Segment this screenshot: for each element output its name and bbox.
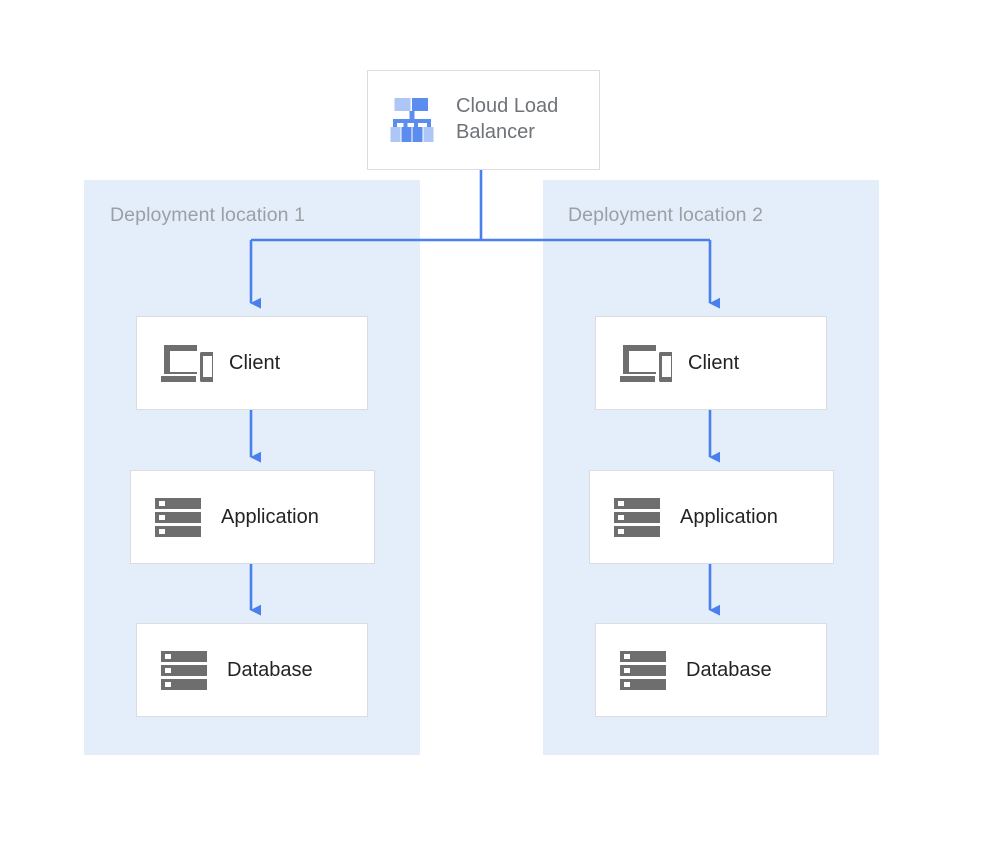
node-zone2-database[interactable]: Database — [595, 623, 827, 717]
deployment-zone-2-label: Deployment location 2 — [568, 204, 764, 226]
node-label-zone2-client: Client — [688, 351, 740, 374]
node-zone1-database[interactable]: Database — [136, 623, 368, 717]
node-zone2-application[interactable]: Application — [589, 470, 834, 564]
node-label-zone1-database: Database — [227, 658, 313, 681]
node-label-zone1-client: Client — [229, 351, 281, 374]
deployment-zone-1-label: Deployment location 1 — [110, 204, 306, 226]
server-rack-icon — [161, 651, 207, 690]
node-zone1-client[interactable]: Client — [136, 316, 368, 410]
server-rack-icon — [620, 651, 666, 690]
node-zone1-application[interactable]: Application — [130, 470, 375, 564]
node-zone2-client[interactable]: Client — [595, 316, 827, 410]
server-rack-icon — [155, 498, 201, 537]
node-label-zone2-database: Database — [686, 658, 772, 681]
node-label-zone2-application: Application — [680, 505, 778, 528]
devices-icon — [161, 345, 213, 382]
devices-icon — [620, 345, 672, 382]
server-rack-icon — [614, 498, 660, 537]
node-label-zone1-application: Application — [221, 505, 319, 528]
load-balancer-icon — [390, 98, 434, 142]
